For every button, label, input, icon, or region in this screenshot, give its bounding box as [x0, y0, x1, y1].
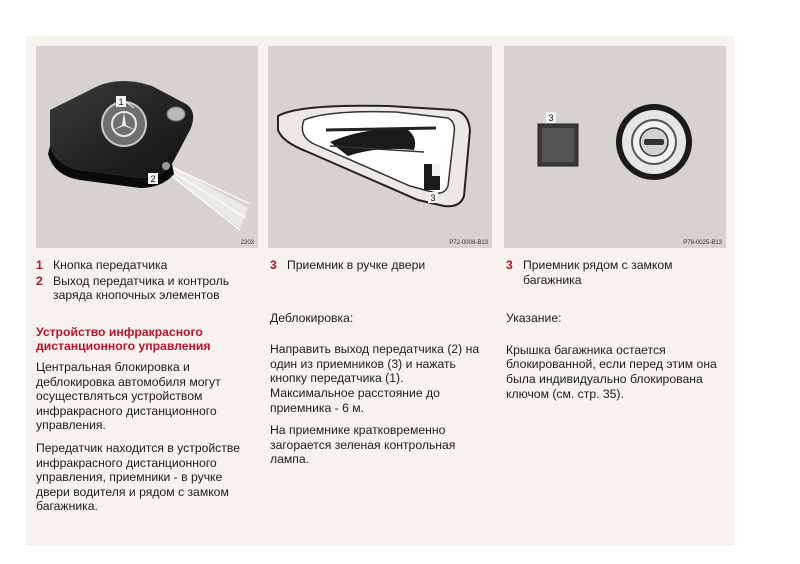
- paragraph: Передатчик находится в устройстве инфрак…: [36, 440, 240, 514]
- callout-3: 3: [430, 193, 435, 203]
- door-handle-illustration: 3: [277, 104, 472, 208]
- figure-code: 2203: [240, 240, 254, 246]
- caption-3: 3 Приемник рядом с замком багажника: [506, 258, 673, 287]
- column-3: 3 Приемник рядом с замком багажника Указ…: [506, 258, 726, 409]
- caption-2: 2 Выход передатчика и контроль заряда кн…: [36, 273, 230, 303]
- callout-2: 2: [150, 174, 155, 184]
- caption-1: 1 Кнопка передатчика: [36, 258, 168, 272]
- paragraph: Направить выход передатчика (2) на один …: [270, 342, 480, 415]
- figure-code: P78-0025-B13: [683, 240, 722, 246]
- trunk-receiver-illustration: 3: [537, 104, 692, 180]
- transmitter-key-illustration: 1 2: [48, 81, 251, 231]
- figure-transmitter-key: 1 2 2203: [36, 46, 258, 248]
- section-heading: Устройство инфракрасного дистанционного …: [36, 324, 211, 354]
- paragraph: На приемнике кратковременно загорается з…: [270, 423, 456, 467]
- figure-door-handle: 3 P72-0008-B13: [268, 46, 492, 248]
- column-2: 3 Приемник в ручке двери Деблокировка: Н…: [270, 258, 490, 475]
- manual-page: 1 2 2203 3 P72-0008-B13 3: [26, 36, 734, 546]
- figure-trunk-receiver: 3 P78-0025-B13: [504, 46, 726, 248]
- section-label: Деблокировка:: [270, 310, 354, 325]
- paragraph: Крышка багажника остается блокированной,…: [506, 342, 717, 401]
- callout-3: 3: [548, 113, 553, 123]
- paragraph: Центральная блокировка и деблокировка ав…: [36, 359, 221, 433]
- column-1: 1 Кнопка передатчика 2 Выход передатчика…: [36, 258, 258, 522]
- callout-1: 1: [118, 97, 123, 107]
- section-label: Указание:: [506, 311, 562, 326]
- caption-3: 3 Приемник в ручке двери: [270, 258, 426, 272]
- figure-code: P72-0008-B13: [449, 240, 488, 246]
